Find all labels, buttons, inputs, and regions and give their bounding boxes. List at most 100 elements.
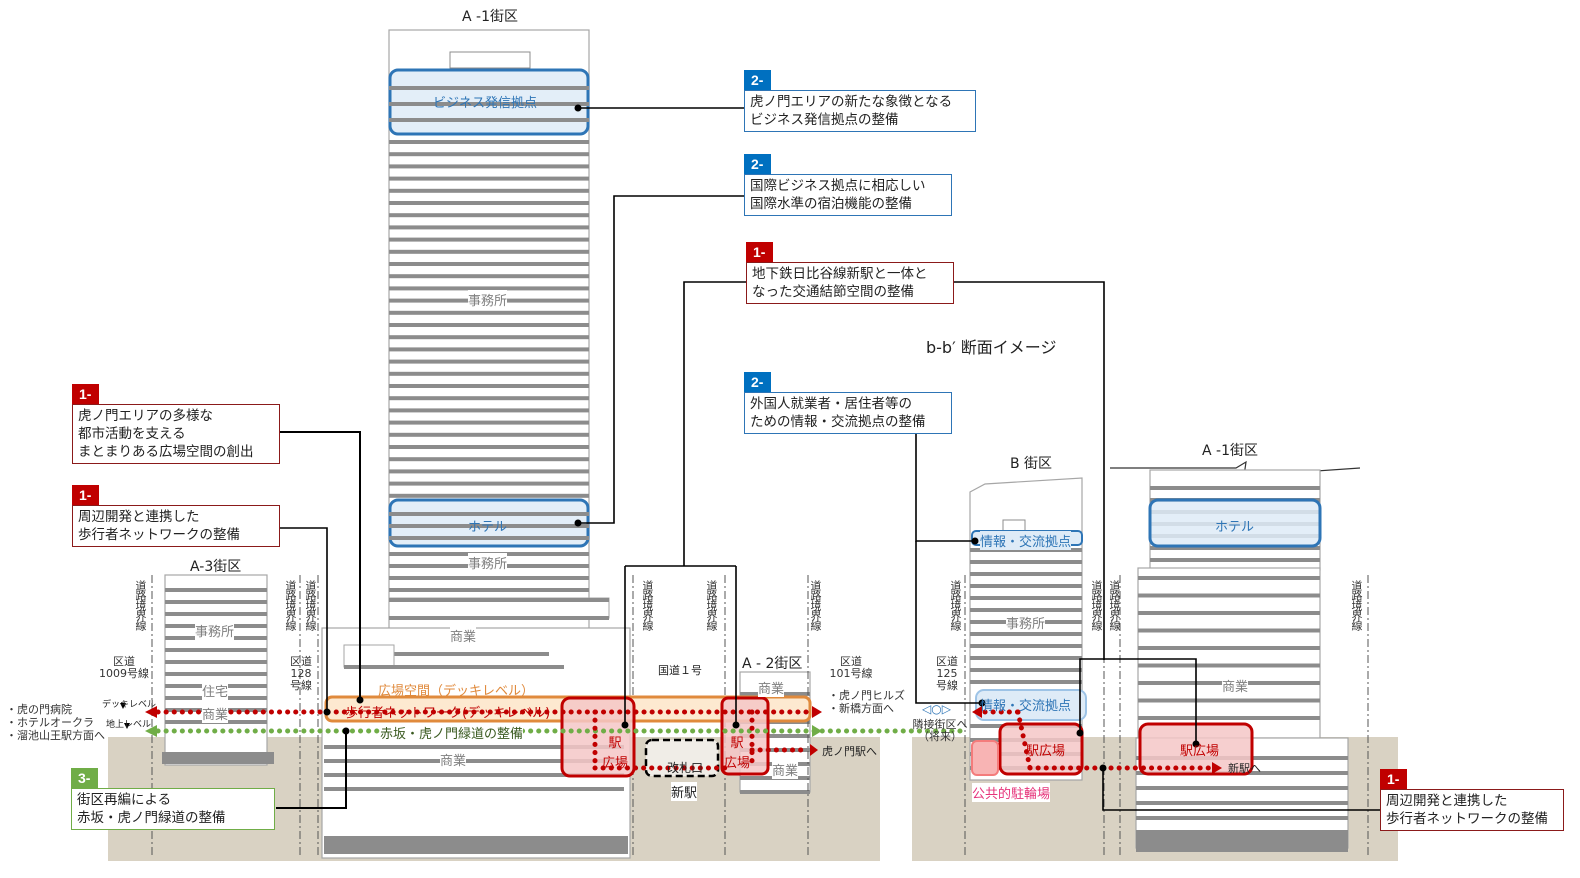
callout-tag: 3- ①: [71, 768, 98, 806]
road-boundary-label: 道路境界線: [1108, 580, 1121, 630]
ticket-gate-label: 改札口: [667, 761, 704, 775]
leader-dot: [323, 708, 331, 716]
arrow-east-icon: [812, 725, 822, 737]
floor-slab: [389, 152, 589, 157]
floor-slab: [970, 668, 1082, 672]
block-a3-title: A-3街区: [190, 559, 242, 575]
floor-slab: [1138, 663, 1320, 668]
floor-slab: [389, 420, 589, 425]
floor-slab: [1136, 816, 1348, 820]
use-office-a3: 事務所: [195, 621, 235, 640]
floor-slab: [389, 396, 589, 401]
floor-slab: [389, 176, 589, 181]
floor-slab: [389, 86, 589, 90]
floor-slab: [389, 274, 589, 279]
floor-slab: [389, 249, 589, 254]
floor-slab: [165, 600, 267, 604]
floor-slab: [389, 371, 589, 376]
floor-slab: [389, 536, 589, 540]
ward-road-101: 区道 101号線: [829, 655, 873, 680]
floor-slab: [970, 680, 1082, 684]
arrow-west-icon: [145, 725, 157, 737]
floor-slab: [389, 576, 589, 580]
floor-slab: [1136, 801, 1348, 805]
floor-slab: [389, 457, 589, 462]
station-plaza-zone: [560, 696, 636, 778]
floor-slab: [165, 612, 267, 616]
floor-slab: [389, 359, 589, 364]
leader-dot: [732, 721, 740, 729]
floor-slab: [324, 787, 624, 791]
floor-slab: [970, 584, 1082, 588]
floor-slab: [970, 632, 1082, 636]
floor-slab: [324, 745, 624, 749]
dest-east: ・虎ノ門ヒルズ ・新橋方面へ: [828, 689, 905, 715]
basement-slab: [162, 752, 274, 764]
callout-tag: 2- ②: [744, 154, 771, 192]
road-boundary-label: 道路境界線: [1090, 580, 1103, 630]
floor-slab: [389, 481, 589, 486]
rooftop-structure: [449, 51, 531, 69]
leader-1-2-right: [1102, 768, 1380, 811]
leader-1-2: [280, 527, 328, 712]
floor-slab: [389, 310, 589, 315]
road-boundary-label: 道路境界線: [1350, 580, 1363, 630]
floor-slab: [165, 648, 267, 652]
floor-slab: [389, 588, 589, 592]
leader-2-2: [578, 195, 744, 524]
use-commercial-a1-right: 商業: [1222, 676, 1249, 695]
floor-slab: [389, 188, 589, 193]
callout-text: 街区再編による 赤坂・虎ノ門緑道の整備: [71, 788, 275, 830]
new-station-label: 新駅: [671, 782, 698, 801]
road-boundary-label: 道路境界線: [641, 580, 654, 630]
floor-slab: [389, 237, 589, 242]
leader-2-3: [915, 541, 982, 704]
leader-station-plaza: [1079, 658, 1197, 744]
use-commercial-a2-lower: 商業: [772, 760, 799, 779]
leader-dot: [1099, 764, 1107, 772]
floor-slab: [970, 656, 1082, 660]
floor-slab: [389, 384, 589, 388]
floor-slab: [389, 493, 589, 498]
floor-slab: [389, 652, 549, 656]
callout-tag: 1- ②: [1380, 769, 1407, 807]
floor-slab: [389, 323, 589, 327]
floor-slab: [165, 588, 267, 592]
leader-1-1: [683, 281, 746, 566]
callout-text: 虎ノ門エリアの新たな象徴となる ビジネス発信拠点の整備: [744, 90, 976, 132]
station-plaza-left: 駅 広場: [601, 736, 628, 771]
floor-slab: [970, 548, 1082, 552]
floor-slab: [344, 665, 564, 669]
arrow-west-icon: [145, 706, 157, 718]
arrow-adjacent-icon: [972, 706, 982, 718]
callout-text: 周辺開発と連携した 歩行者ネットワークの整備: [1380, 789, 1564, 831]
callout-text: 外国人就業者・居住者等の ための情報・交流拠点の整備: [744, 392, 952, 434]
leader-1-1: [952, 281, 1105, 660]
floor-slab: [1138, 628, 1320, 633]
road-boundary-label: 道路境界線: [949, 580, 962, 630]
leader-dot: [978, 699, 986, 707]
greenway-label: 赤坂・虎ノ門緑道の整備: [380, 723, 524, 742]
use-commercial-a3: 商業: [202, 704, 229, 723]
use-hotel-a1-right: ホテル: [1215, 520, 1255, 535]
leader-3-1: [276, 731, 347, 809]
floor-slab: [1138, 716, 1320, 720]
floor-slab: [1150, 558, 1320, 562]
floor-slab: [1150, 486, 1320, 490]
basement-slab: [324, 836, 628, 854]
leader-dot: [1076, 729, 1084, 737]
block-b-title: B 街区: [1010, 456, 1053, 472]
leader-dot: [356, 696, 364, 704]
hotel-zone-a1-right: [1148, 498, 1322, 548]
floor-slab: [1138, 646, 1320, 650]
station-plaza-b: 駅広場: [1026, 744, 1066, 759]
ward-road-128: 区道 128 号線: [290, 655, 312, 692]
floor-slab: [970, 608, 1082, 612]
station-plaza-a1-right: 駅広場: [1180, 744, 1220, 759]
block-a1-right-title: A -1街区: [1202, 443, 1258, 459]
floor-slab: [1138, 576, 1320, 580]
floor-slab: [165, 672, 267, 676]
road-boundary-label: 道路境界線: [304, 580, 317, 630]
level-marker-icon: [120, 703, 126, 709]
